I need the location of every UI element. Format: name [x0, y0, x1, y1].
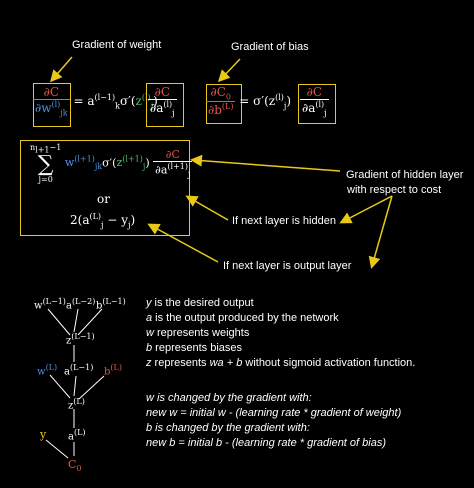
edge-a2-z2: [73, 375, 77, 397]
node-w-l: w(L): [37, 363, 58, 378]
gradient-hidden-label: Gradient of hidden layer: [346, 169, 464, 181]
edge-b2-z2: [78, 375, 105, 400]
arrow-hidden-down: [368, 195, 393, 269]
node-c0: C0: [68, 458, 82, 474]
node-y: y: [40, 428, 47, 441]
weight-gradient-box-2: [146, 83, 184, 127]
arrow-if-output: [147, 223, 219, 263]
definition-b: b represents biases: [146, 342, 243, 354]
arrow-hidden-top: [190, 154, 341, 172]
arrow-weight: [50, 56, 73, 83]
rule-w-changed: w is changed by the gradient with:: [146, 392, 312, 404]
rule-new-w: new w = initial w - (learning rate * gra…: [146, 407, 402, 419]
node-z-l-1: z(L−1): [66, 332, 95, 347]
edge-a1-z1: [73, 308, 79, 333]
node-b-l-1: b(L−1): [96, 297, 126, 312]
edge-y-c0: [45, 439, 69, 459]
node-a-l-1: a(L−1): [64, 363, 94, 378]
edge-w1-z1: [47, 308, 71, 336]
gradient-bias-label: Gradient of bias: [231, 41, 309, 53]
if-hidden-label: If next layer is hidden: [232, 215, 336, 227]
hidden-gradient-box: [20, 140, 190, 236]
weight-gradient-formula: ∂C∂w(l)jk = a(l−1)kσ′(z(l)j): [33, 85, 158, 118]
definition-a: a is the output produced by the network: [146, 312, 339, 324]
bias-gradient-box: [206, 84, 242, 124]
bias-gradient-box-2: [298, 84, 336, 124]
node-w-l-1: w(L−1): [34, 297, 66, 312]
rule-b-changed: b is changed by the gradient with:: [146, 422, 310, 434]
node-a-l: a(L): [68, 428, 86, 443]
rule-new-b: new b = initial b - (learning rate * gra…: [146, 437, 386, 449]
if-output-label: If next layer is output layer: [223, 260, 352, 272]
definition-z: z represents wa + b without sigmoid acti…: [146, 357, 416, 369]
hidden-gradient-sum: nl+1−1 ∑ j=0 w(l+1)jkσ′(z(l+1)j) ∂C∂a(l+…: [30, 143, 193, 184]
bias-gradient-formula: ∂C0∂b(L) = σ′(z(l)j): [206, 85, 292, 118]
arrow-hidden-right: [339, 195, 393, 224]
node-b-l: b(L): [104, 363, 122, 378]
weight-gradient-box: [33, 83, 71, 127]
definition-y: y is the desired output: [146, 297, 254, 309]
arrow-bias: [217, 58, 241, 83]
definition-w: w represents weights: [146, 327, 250, 339]
edge-w2-z2: [49, 374, 71, 399]
gradient-weight-label: Gradient of weight: [72, 39, 162, 51]
node-a-l-2: a(L−2): [66, 297, 96, 312]
gradient-hidden-label-2: with respect to cost: [347, 184, 442, 196]
bias-gradient-partial: ∂C∂a(l)j: [300, 85, 329, 118]
arrow-if-hidden: [185, 195, 229, 221]
output-gradient-formula: 2(a(L)j − yj): [70, 212, 136, 230]
node-z-l: z(L): [68, 397, 85, 412]
weight-gradient-partial: ∂C∂a(l)j: [148, 85, 177, 118]
edge-b1-z1: [77, 308, 103, 336]
or-label: or: [97, 192, 110, 206]
